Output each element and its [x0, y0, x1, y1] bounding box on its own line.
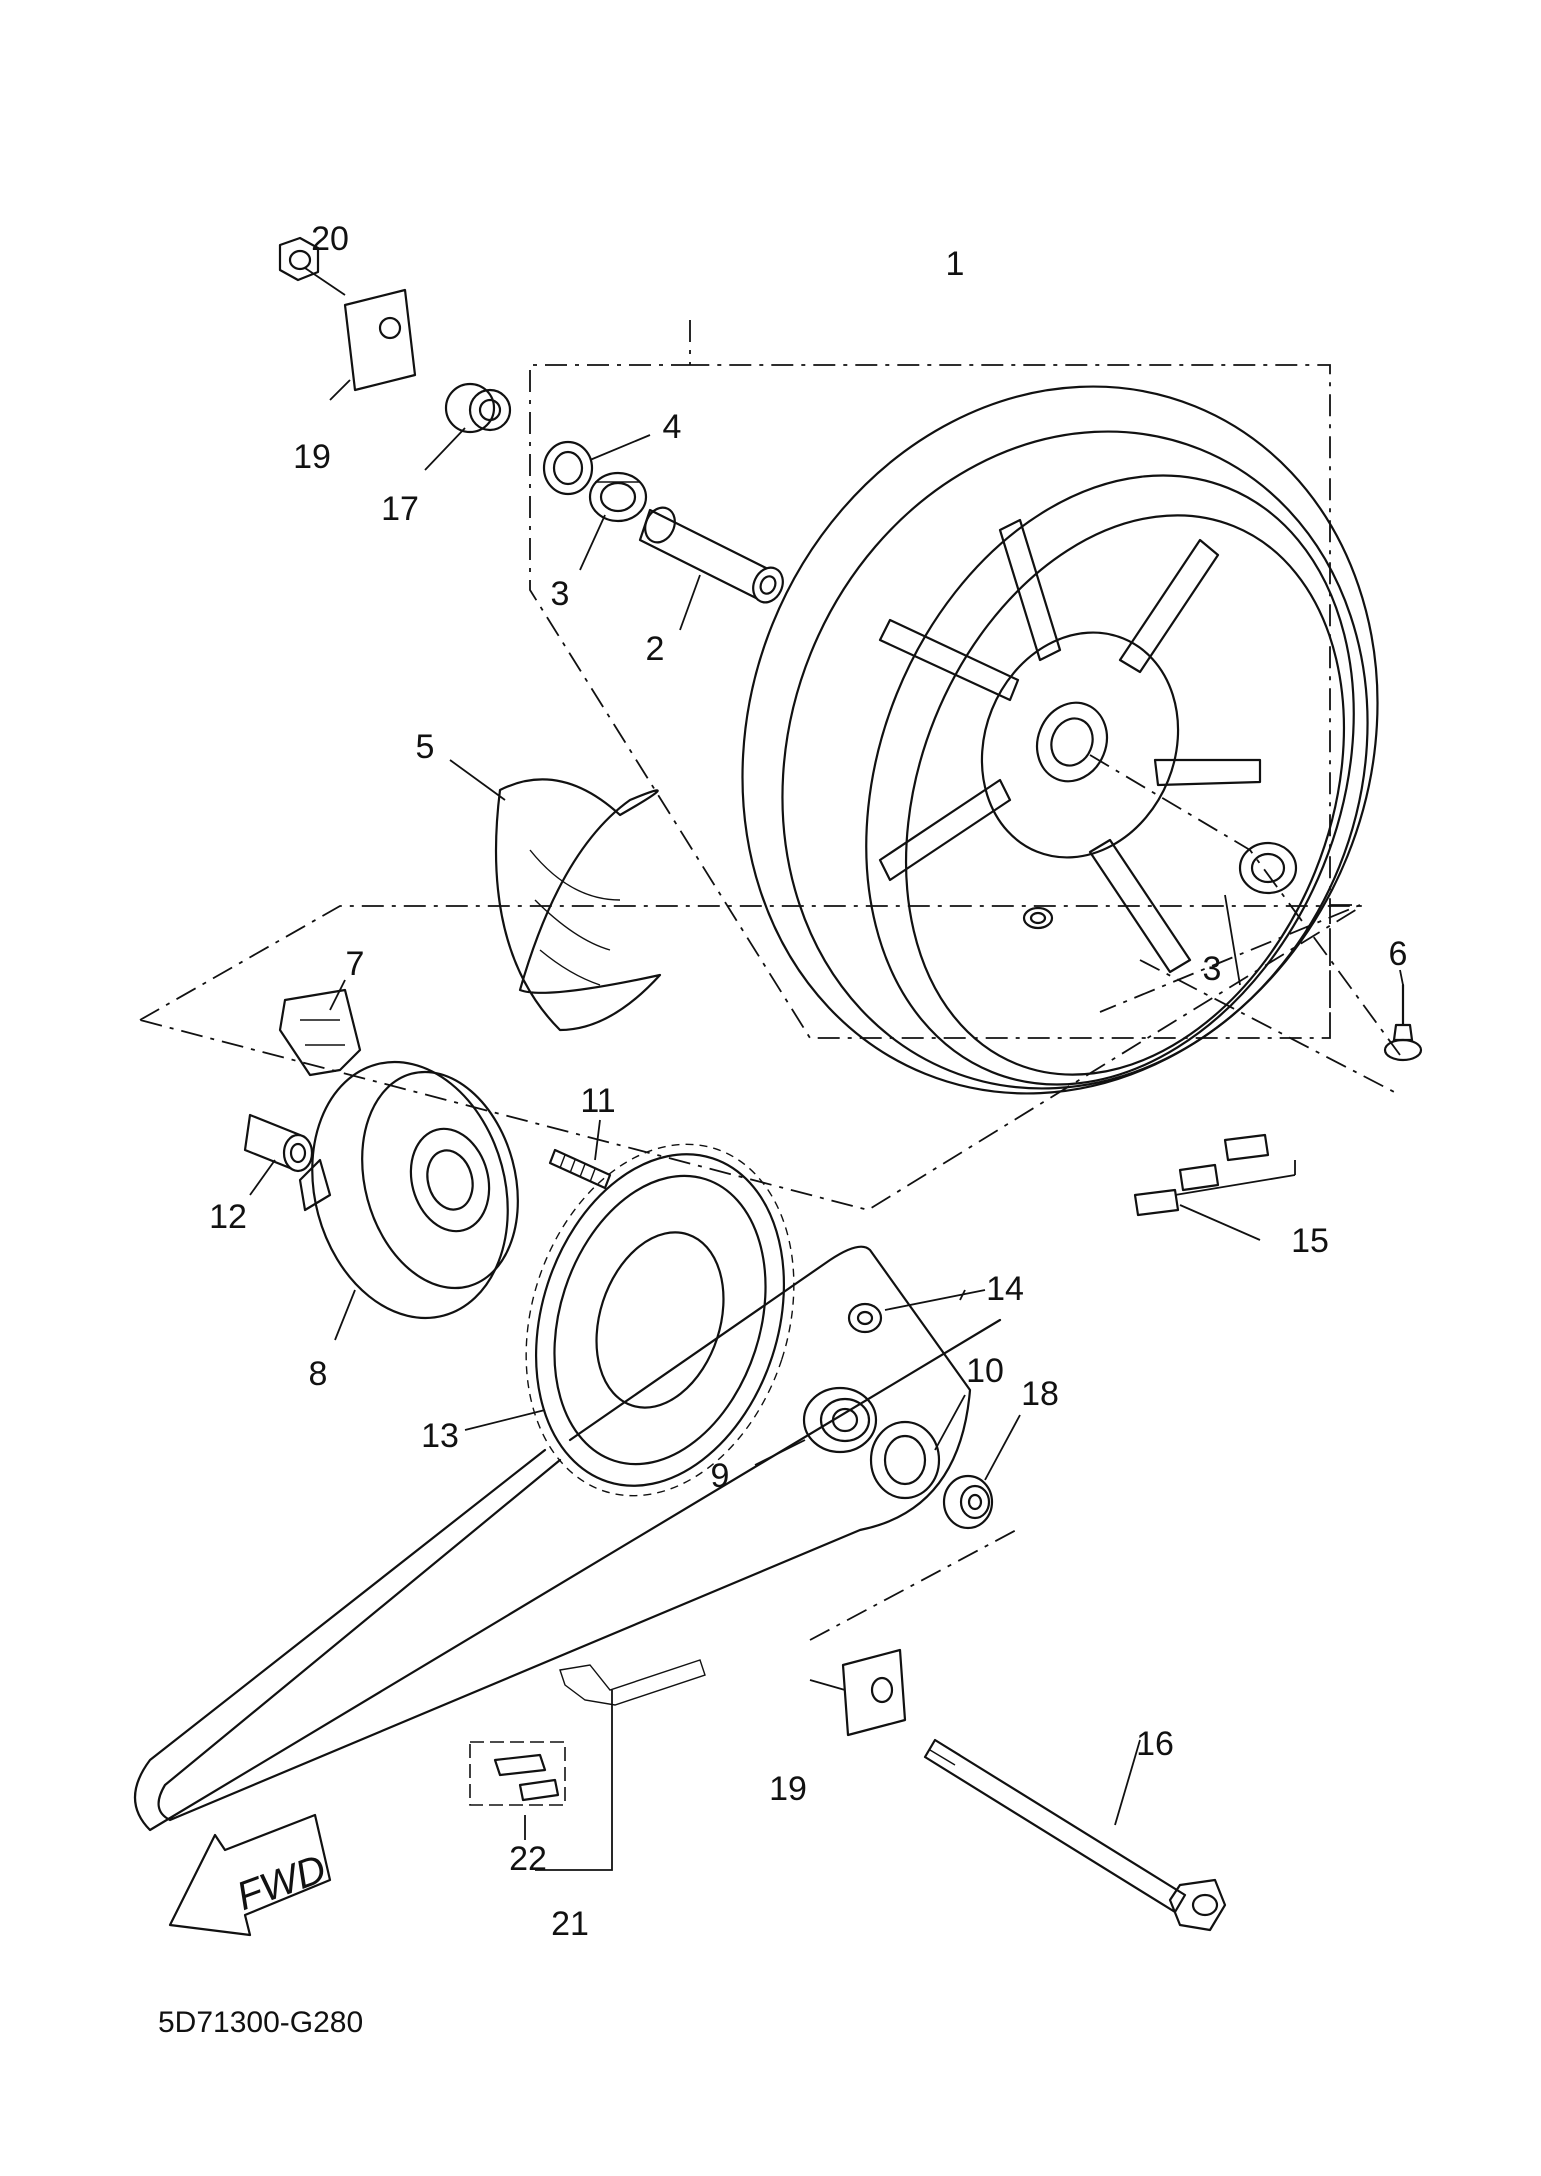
callout-12: 12: [209, 1198, 247, 1236]
clutch-hub: [298, 1060, 519, 1320]
chain-puller-bottom: [841, 1648, 907, 1737]
bearing-upper: [588, 471, 648, 523]
collar-small: [243, 1113, 314, 1173]
callout-3-upper: 3: [551, 575, 570, 613]
rear-axle-line: [809, 1527, 1021, 1641]
sprocket: [525, 1143, 795, 1497]
callout-7: 7: [346, 945, 365, 983]
air-valve: [1383, 983, 1423, 1062]
collar: [638, 506, 784, 604]
callout-20: 20: [311, 220, 349, 258]
oil-seal: [542, 440, 594, 496]
callout-16: 16: [1136, 1725, 1174, 1763]
callout-11: 11: [580, 1082, 615, 1120]
chain-joint: [469, 1741, 566, 1806]
wheel-assembly-boundary: [529, 320, 1361, 1039]
callout-4: 4: [663, 408, 682, 446]
callout-1: 1: [946, 245, 965, 283]
forward-direction-arrow: [168, 1813, 332, 1937]
callout-14: 14: [986, 1270, 1024, 1308]
fwd-label: FWD: [231, 1847, 332, 1919]
bearing-sprocket: [802, 1386, 878, 1454]
callout-18: 18: [1021, 1375, 1059, 1413]
callout-21: 21: [551, 1905, 589, 1943]
hub-assembly-boundary: [137, 905, 1366, 1211]
diagram-code: 5D71300-G280: [158, 2006, 363, 2039]
callout-3-lower: 3: [1203, 950, 1222, 988]
callout-17: 17: [381, 490, 419, 528]
bearing-lower: [1238, 841, 1298, 895]
collar-axle: [942, 1474, 994, 1530]
damper: [278, 988, 362, 1077]
balance-weights: [1133, 1133, 1270, 1217]
tire-piece: [494, 778, 662, 1032]
callout-labels: 1 2 3 3 4 5 6 7 8 9 10 11 12 13 14 15 16…: [209, 220, 1407, 1943]
callout-13: 13: [421, 1417, 459, 1455]
callout-9: 9: [711, 1457, 730, 1495]
rear-axle: [923, 1738, 1227, 1932]
leader-lines: [249, 267, 1404, 1871]
callout-15: 15: [1291, 1222, 1329, 1260]
callout-19-top: 19: [293, 438, 331, 476]
chain-puller-top: [343, 288, 417, 392]
oil-seal-sprocket: [869, 1420, 941, 1500]
nut-top: [278, 236, 320, 282]
callout-22: 22: [509, 1840, 547, 1878]
rear-wheel: [741, 385, 1379, 1095]
callout-2: 2: [646, 630, 665, 668]
nut-sprocket: [847, 1302, 883, 1334]
callout-10: 10: [966, 1352, 1004, 1390]
stud-bolt: [548, 1148, 612, 1190]
collar-top: [444, 382, 512, 434]
callout-19-bottom: 19: [769, 1770, 807, 1808]
callout-6: 6: [1389, 935, 1408, 973]
callout-5: 5: [416, 728, 435, 766]
callout-8: 8: [309, 1355, 328, 1393]
drive-chain: [133, 1245, 1002, 1832]
